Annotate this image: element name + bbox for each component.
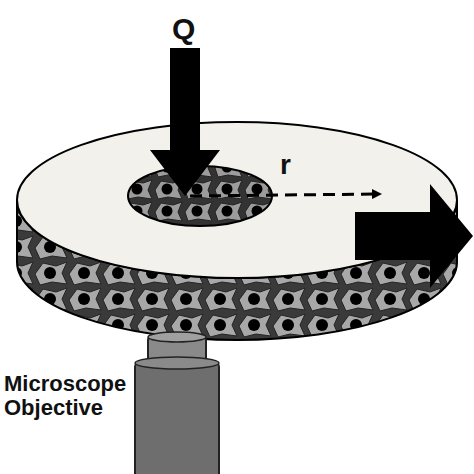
outflow-arrow xyxy=(355,184,473,288)
inflow-arrow xyxy=(150,48,220,196)
radius-label: r xyxy=(280,150,291,181)
microscope-label: Microscope Objective xyxy=(4,372,130,420)
radius-arrow xyxy=(190,194,380,196)
flow-rate-label: Q xyxy=(172,12,195,45)
microscope-objective xyxy=(135,332,219,474)
